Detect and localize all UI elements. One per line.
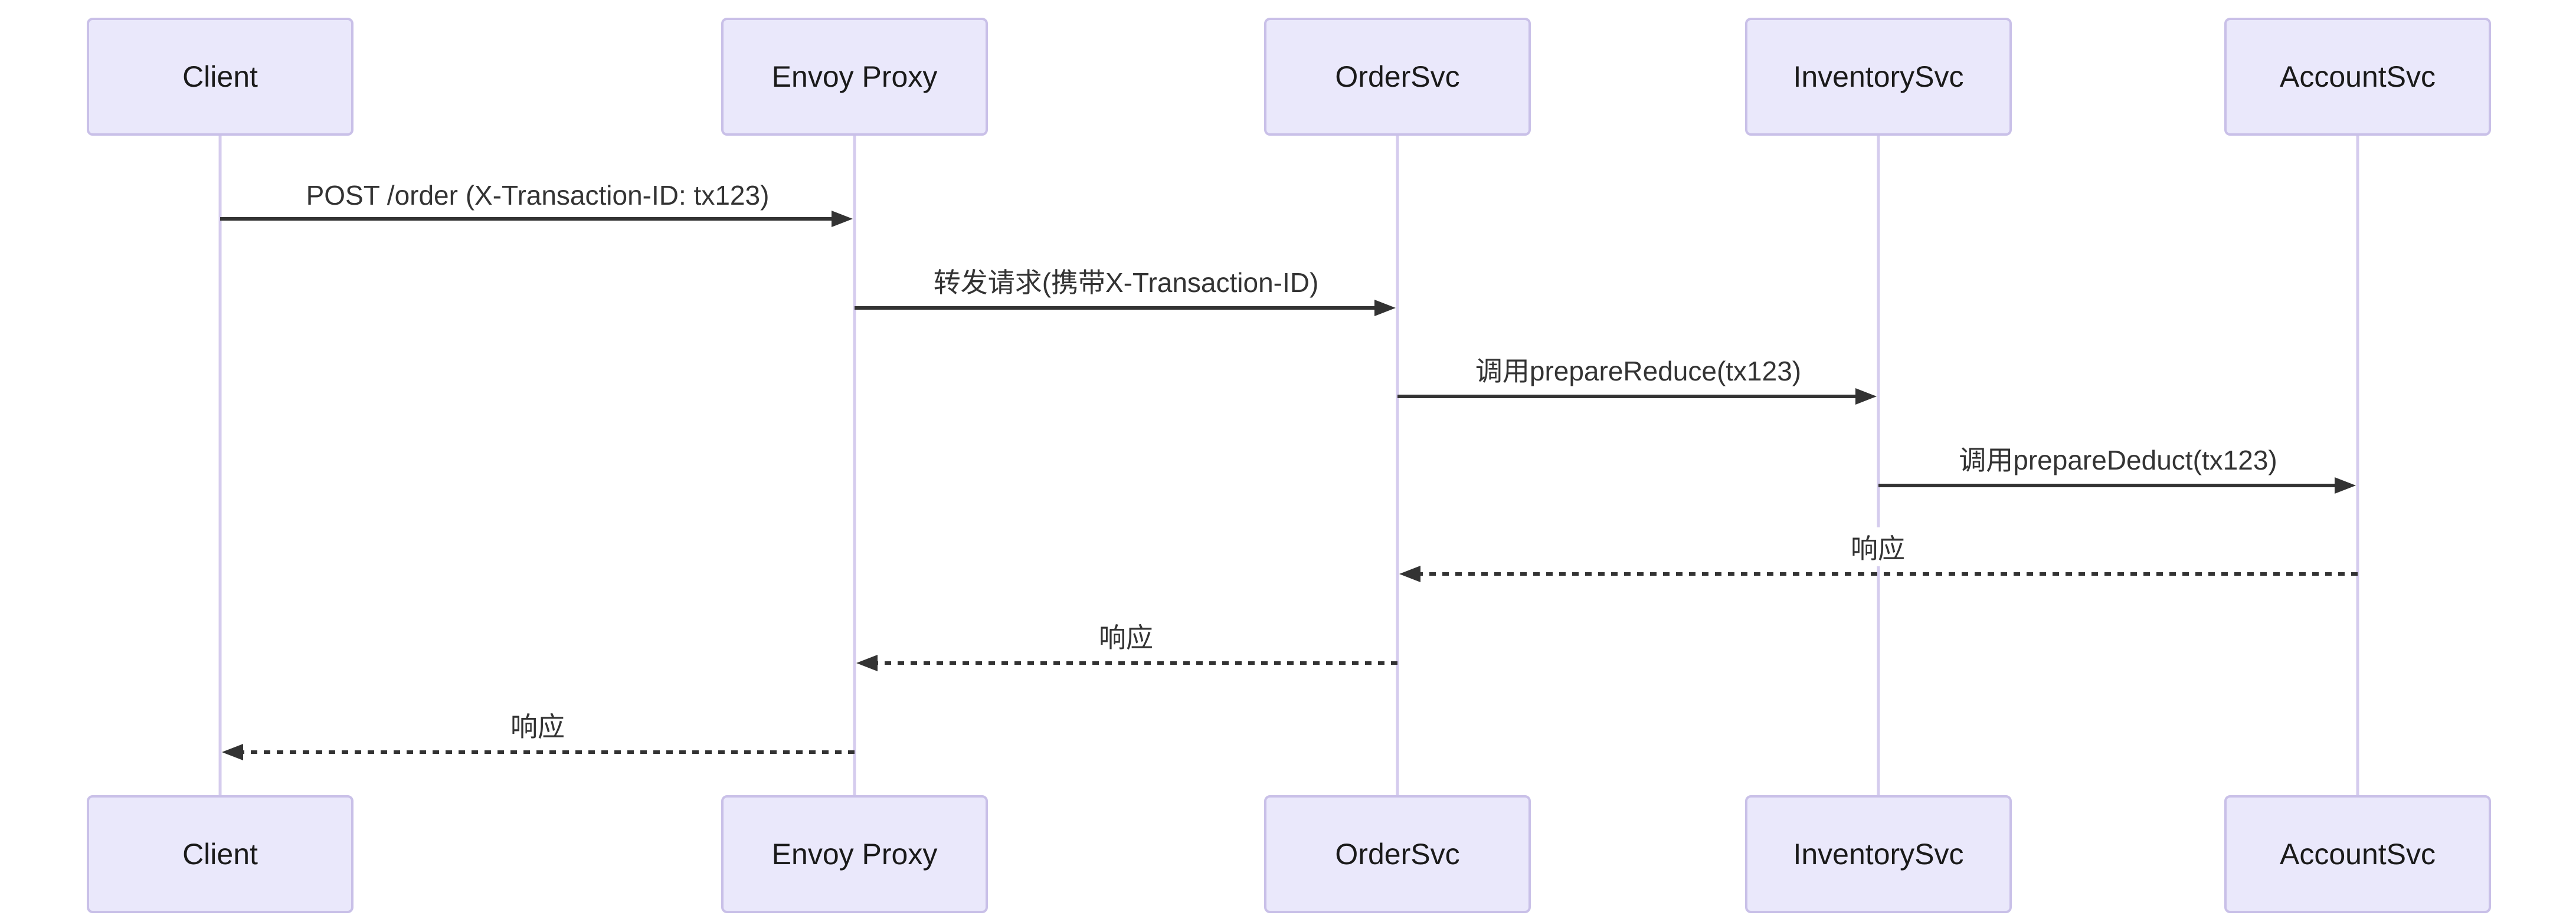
message-label-prepare-reduce: 调用prepareReduce(tx123) [1470,350,1806,389]
message-label-response-account: 响应 [1846,527,1910,566]
message-label-response-envoy: 响应 [506,706,569,744]
arrowhead-left-icon [1399,566,1420,582]
actor-top-order-svc: OrderSvc [1264,18,1531,136]
actor-bottom-client: Client [87,795,353,913]
arrowhead-right-icon [1855,388,1877,405]
arrowhead-left-icon [222,744,243,760]
arrowhead-right-icon [1374,300,1396,316]
actor-top-account-svc: AccountSvc [2224,18,2491,136]
actor-top-inventory-svc: InventorySvc [1745,18,2012,136]
actor-bottom-inventory-svc: InventorySvc [1745,795,2012,913]
actor-bottom-order-svc: OrderSvc [1264,795,1531,913]
actor-top-envoy-proxy: Envoy Proxy [721,18,988,136]
actor-top-client: Client [87,18,353,136]
actor-bottom-envoy-proxy: Envoy Proxy [721,795,988,913]
arrowhead-left-icon [856,655,878,671]
message-label-post-order: POST /order (X-Transaction-ID: tx123) [301,179,774,211]
message-label-prepare-deduct: 调用prepareDeduct(tx123) [1954,439,2282,478]
arrowhead-right-icon [2335,477,2356,494]
actor-bottom-account-svc: AccountSvc [2224,795,2491,913]
arrowhead-right-icon [832,211,853,227]
message-label-forward-request: 转发请求(携带X-Transaction-ID) [928,261,1324,300]
message-label-response-order: 响应 [1094,616,1158,655]
